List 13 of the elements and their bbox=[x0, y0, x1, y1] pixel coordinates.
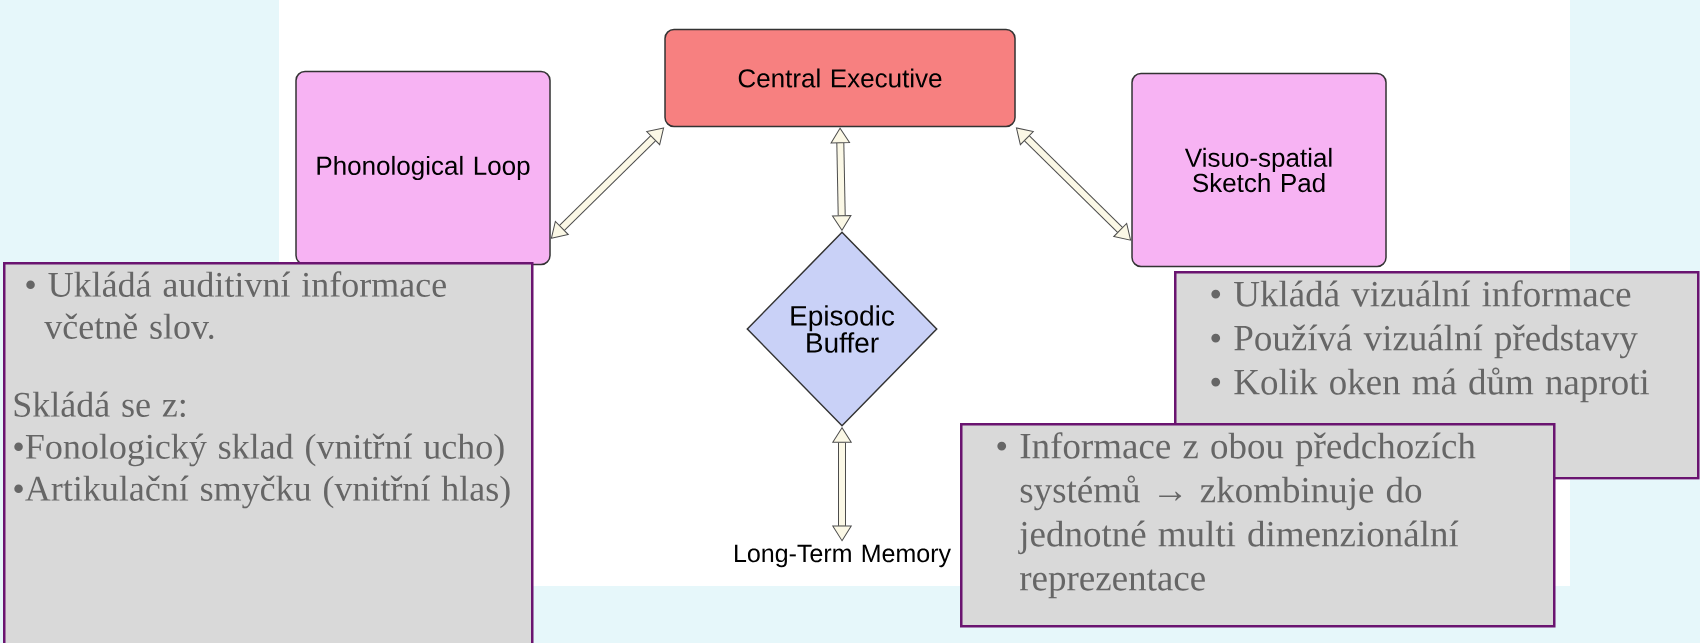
node-label: • Ukládá vizuální informace bbox=[1211, 280, 1631, 307]
node-label: • Používá vizuální představy bbox=[1211, 324, 1638, 359]
node-label: • Kolik oken má dům naproti bbox=[1211, 367, 1650, 403]
note-box: • Ukládá auditivní informace včetně slov. Skládá se z: •Fonologický sklad (vnitřní ucho) •Artikulační smyčku (vnitřní hlas) bbox=[3, 262, 534, 643]
process-box: Phonological Loop bbox=[295, 70, 551, 266]
process-box: Central Executive bbox=[664, 28, 1016, 128]
note-box: • Informace z obou předchozích systémů → zkombinuje do jednotné multi dimenzionální reprezentace bbox=[960, 423, 1556, 628]
double-arrow bbox=[830, 127, 852, 231]
memory-label: Long-Term Memory bbox=[735, 544, 951, 568]
double-arrow bbox=[550, 127, 665, 239]
process-box: Visuo-spatial Sketch Pad bbox=[1131, 72, 1387, 268]
double-arrow bbox=[832, 427, 852, 542]
double-arrow bbox=[1015, 127, 1132, 241]
